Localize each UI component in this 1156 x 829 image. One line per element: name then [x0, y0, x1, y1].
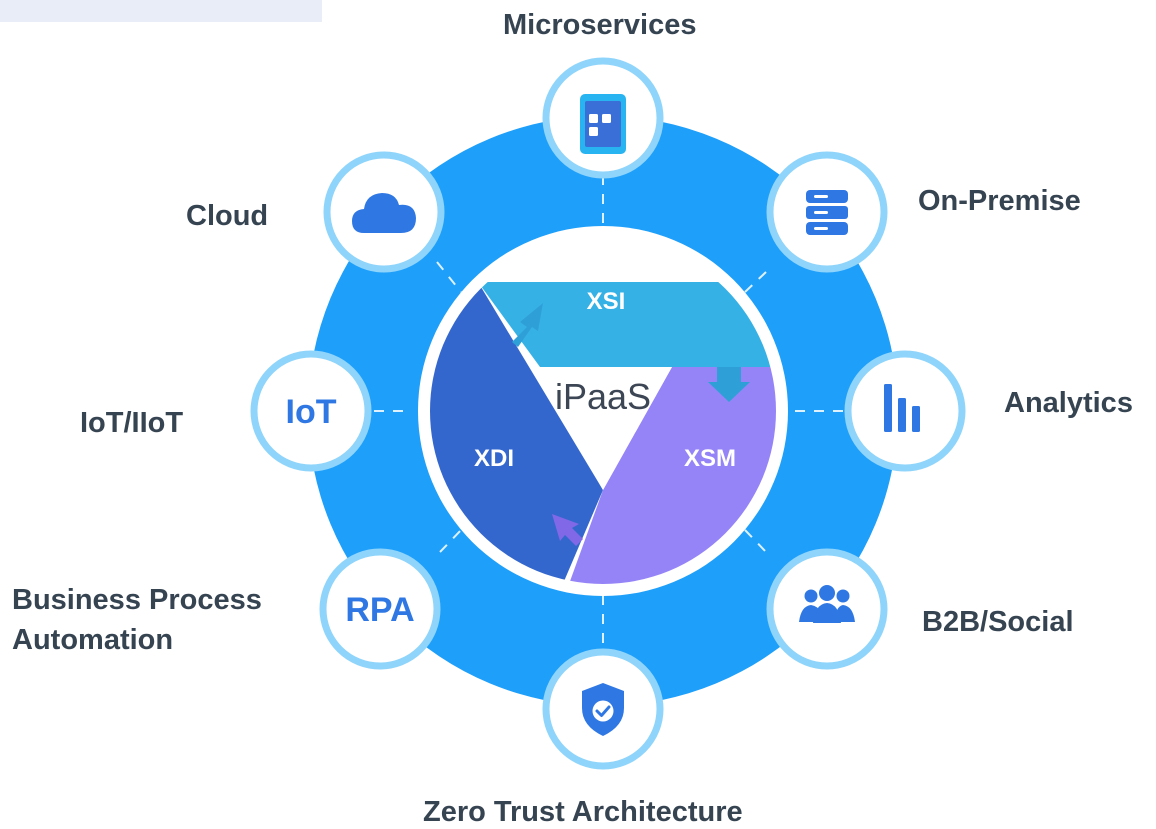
arrow-xdi-to-xsi [512, 303, 543, 347]
label-analytics: Analytics [1004, 387, 1133, 419]
arrow-xsi-to-xsm [708, 367, 750, 402]
label-b2b-social: B2B/Social [922, 606, 1074, 638]
center-triangle [534, 367, 672, 490]
segment-xsi [478, 282, 776, 367]
shield-check-icon [582, 683, 624, 736]
node-cloud [323, 151, 445, 273]
people-group-icon [799, 585, 855, 623]
node-rpa: RPA [319, 548, 441, 670]
segment-xdi-label: XDI [474, 445, 514, 472]
label-iot: IoT/IIoT [80, 407, 184, 439]
bar-chart-icon [884, 384, 920, 432]
arrow-xsm-to-xdi [552, 514, 583, 546]
label-zero-trust: Zero Trust Architecture [423, 796, 743, 828]
cloud-icon [352, 193, 416, 233]
segment-arrows [512, 303, 750, 546]
label-microservices: Microservices [503, 9, 697, 41]
center-label: iPaaS [555, 376, 651, 417]
segment-xsi-label: XSI [587, 288, 626, 315]
node-zero-trust [542, 648, 664, 770]
node-analytics [844, 350, 966, 472]
corner-tab [0, 0, 322, 22]
label-cloud: Cloud [186, 200, 269, 232]
label-bpa-line2: Automation [12, 624, 174, 656]
segment-xsm-label: XSM [684, 445, 736, 472]
tablet-app-icon [580, 94, 626, 154]
label-bpa-line1: Business Process [12, 584, 262, 616]
node-b2b-social [766, 548, 888, 670]
label-on-premise: On-Premise [918, 185, 1081, 217]
node-iot: IoT [250, 350, 372, 472]
iot-icon-text: IoT [286, 393, 337, 431]
rpa-icon-text: RPA [345, 591, 414, 629]
node-on-premise [766, 151, 888, 273]
node-microservices [542, 57, 664, 179]
database-icon [806, 190, 848, 235]
